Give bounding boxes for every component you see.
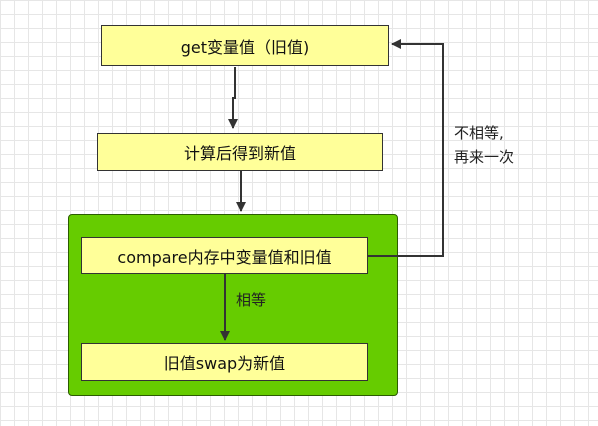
edge-label-not-equal-line1: 不相等, [454, 124, 504, 142]
node-compute-new-value-label: 计算后得到新值 [183, 144, 296, 163]
edge-label-not-equal-line2: 再来一次 [454, 148, 515, 166]
node-compare: compare内存中变量值和旧值 [81, 237, 368, 274]
node-get-old-value-label: get变量值（旧值) [180, 37, 310, 57]
node-compare-label: compare内存中变量值和旧值 [117, 247, 332, 267]
edge-compare-to-get-retry [368, 39, 444, 257]
node-compute-new-value: 计算后得到新值 [97, 133, 383, 171]
edge-label-equal: 相等 [236, 291, 267, 309]
node-get-old-value: get变量值（旧值) [101, 25, 389, 66]
node-swap: 旧值swap为新值 [81, 343, 368, 381]
edge-get-to-compute [228, 67, 238, 129]
node-swap-label: 旧值swap为新值 [163, 354, 286, 373]
